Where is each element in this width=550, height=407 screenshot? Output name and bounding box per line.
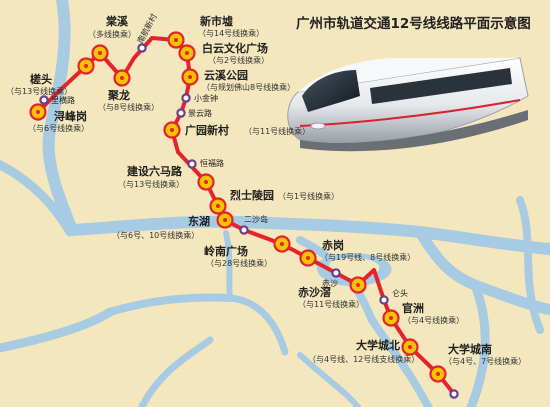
station-note-donghu: （与6号、10号线换乘） — [112, 230, 199, 240]
station-name-yunxigongyuan: 云溪公园 — [204, 68, 248, 82]
station-note-daxuechengbei: （与4号线、12号线支线换乘） — [308, 354, 419, 364]
station-name-cangtou: 仑头 — [392, 288, 408, 298]
station-name-baiyunwenhuaguangchang: 白云文化广场 — [202, 41, 268, 55]
station-name-donghu: 东湖 — [188, 214, 210, 228]
train-illustration — [287, 57, 529, 152]
station-marker-nanhangxincun — [137, 43, 147, 53]
station-note-xunfenggang: （与6号线换乘） — [28, 123, 89, 133]
station-name-jiansheliumalu: 建设六马路 — [127, 164, 183, 178]
station-name-guangyuanxincun: 广园新村 — [185, 123, 229, 137]
station-note-julong: （与8号线换乘） — [98, 102, 159, 112]
station-name-lihenglu: 里横路 — [51, 95, 75, 105]
station-note-xinshixu: （与14号线换乘） — [198, 28, 264, 38]
station-note-guangyuanxincun: （与11号线换乘） — [244, 126, 310, 136]
station-name-xinshixu: 新市墟 — [200, 14, 233, 28]
station-name-daxuechengnan: 大学城南 — [448, 342, 492, 356]
station-marker-hengfulu — [187, 159, 197, 169]
station-note-guanzhou: （与4号线换乘） — [403, 315, 464, 325]
station-marker-lihenglu — [39, 95, 49, 105]
station-name-chantou: 槎头 — [30, 72, 52, 86]
station-name-julong: 聚龙 — [107, 88, 130, 102]
station-name-chishajiao: 赤沙滘 — [298, 285, 331, 299]
station-name-xunfenggang: 浔峰岗 — [54, 109, 87, 123]
station-name-chigang: 赤岗 — [322, 238, 344, 252]
station-name-hengfulu: 恒福路 — [200, 158, 224, 168]
map-title: 广州市轨道交通12号线线路平面示意图 — [296, 15, 531, 32]
station-marker-xiaojinzhong — [181, 93, 191, 103]
station-name-daxuechengbei: 大学城北 — [356, 338, 400, 352]
station-marker-jingyunlu — [176, 108, 186, 118]
station-note-lieshilingyuan: （与1号线换乘） — [278, 191, 339, 201]
station-name-chisha: 赤沙 — [322, 279, 338, 288]
station-name-lingnanguangchang: 岭南广场 — [204, 244, 248, 258]
station-note-tangxi: （多线换乘） — [88, 29, 136, 39]
station-note-baiyunwenhuaguangchang: （与2号线换乘） — [208, 55, 269, 65]
station-name-xiaojinzhong: 小金钟 — [194, 93, 218, 103]
station-marker-terminus — [449, 389, 459, 399]
station-note-jiansheliumalu: （与13号线换乘） — [118, 179, 184, 189]
station-marker-cangtou — [379, 295, 389, 305]
station-marker-ershadao — [239, 225, 249, 235]
regular-stations — [39, 43, 459, 399]
station-note-lingnanguangchang: （与28号线换乘） — [206, 258, 272, 268]
station-name-tangxi: 棠溪 — [105, 14, 129, 28]
station-note-chishajiao: （与11号线换乘） — [298, 299, 364, 309]
station-note-chigang: （与19号线、8号线换乘） — [320, 252, 415, 262]
station-note-yunxigongyuan: （与规划佛山8号线换乘） — [202, 82, 295, 92]
station-name-jingyunlu: 景云路 — [188, 108, 212, 118]
station-name-guanzhou: 官洲 — [402, 301, 424, 315]
river-island — [329, 257, 380, 278]
station-note-daxuechengnan: （与4号、7号线换乘） — [444, 356, 526, 366]
station-name-ershadao: 二沙岛 — [244, 214, 268, 224]
station-marker-chisha — [331, 268, 341, 278]
station-name-lieshilingyuan: 烈士陵园 — [230, 188, 274, 202]
transfer-marker-centers — [36, 38, 440, 376]
station-note-chantou: （与13号线换乘） — [6, 86, 72, 96]
